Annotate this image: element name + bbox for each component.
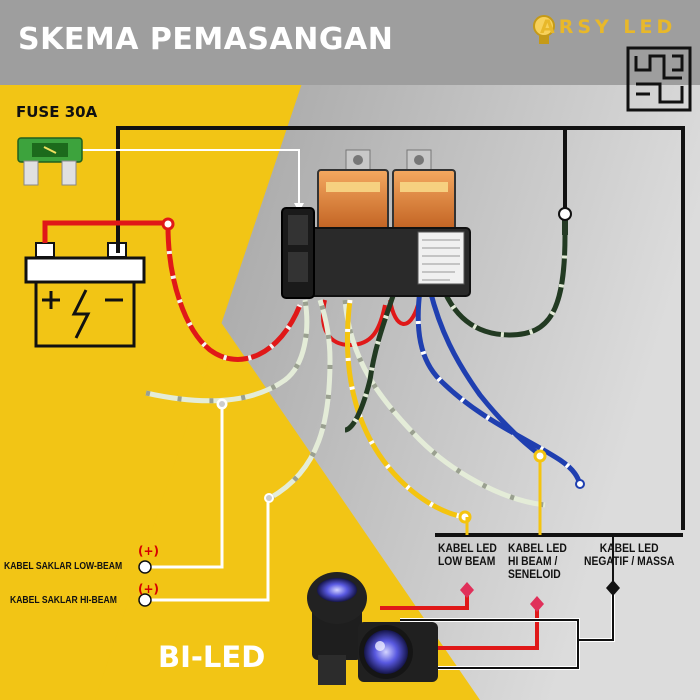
kufic-logo-icon <box>626 46 692 112</box>
cable-label-hi-beam: KABEL LED HI BEAM / SENELOID <box>508 542 567 581</box>
cable-label-line: SENELOID <box>508 567 561 581</box>
hi-beam-switch-label: KABEL SAKLAR HI-BEAM <box>10 595 117 606</box>
hi-beam-terminal <box>138 593 152 607</box>
brand-logo: ARSY LED <box>540 16 677 38</box>
ground-junction <box>558 207 572 221</box>
battery-icon <box>24 242 146 348</box>
cable-label-ground: KABEL LED NEGATIF / MASSA <box>584 542 674 568</box>
page-title: SKEMA PEMASANGAN <box>18 22 394 57</box>
cable-label-line: NEGATIF / MASSA <box>584 554 675 568</box>
cable-label-line: LOW BEAM <box>438 554 496 568</box>
cable-drop-lines <box>465 460 542 535</box>
low-beam-terminal <box>138 560 152 574</box>
cable-label-line: KABEL LED <box>438 541 497 555</box>
low-beam-switch-label: KABEL SAKLAR LOW-BEAM <box>4 561 123 572</box>
projector-lens-icon <box>307 572 438 685</box>
cable-label-low-beam: KABEL LED LOW BEAM <box>438 542 497 568</box>
hi-beam-connector <box>530 596 544 612</box>
brand-lightbulb-icon <box>533 15 555 44</box>
cable-label-line: KABEL LED <box>508 541 567 555</box>
fuse-feed-line <box>82 149 300 205</box>
fuse-icon <box>17 137 83 186</box>
cable-label-line: HI BEAM / <box>508 554 558 568</box>
hi-beam-polarity: (+) <box>138 582 160 596</box>
ground-connector <box>606 580 620 596</box>
white-wires <box>145 299 546 508</box>
switch-wires <box>150 405 270 602</box>
lamp-leads <box>380 590 615 670</box>
yellow-band <box>0 0 330 700</box>
product-label: BI-LED <box>158 640 266 674</box>
yellow-wire <box>345 299 466 520</box>
relay-icon <box>281 149 471 299</box>
green-wire <box>344 234 568 433</box>
low-beam-connector <box>460 582 474 598</box>
cable-label-line: KABEL LED <box>599 541 659 555</box>
blue-wires <box>415 289 583 485</box>
low-beam-polarity: (+) <box>138 544 160 558</box>
fuse-label: FUSE 30A <box>16 103 98 121</box>
